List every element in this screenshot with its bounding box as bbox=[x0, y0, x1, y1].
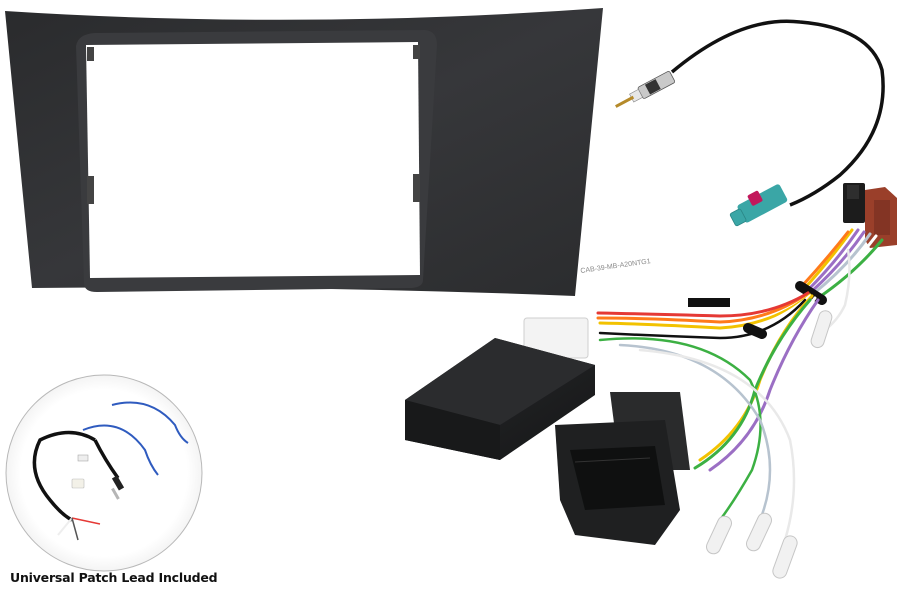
patch-lead-inset bbox=[5, 374, 203, 572]
patch-lead-caption: Universal Patch Lead Included bbox=[10, 570, 218, 585]
spade-terminals bbox=[706, 310, 833, 579]
antenna-adapter bbox=[615, 19, 885, 227]
iso-connectors bbox=[843, 183, 897, 248]
interface-box bbox=[405, 317, 595, 460]
wire-harness bbox=[596, 228, 884, 542]
quadlock-connector bbox=[555, 392, 690, 545]
fascia-panel bbox=[5, 8, 603, 296]
